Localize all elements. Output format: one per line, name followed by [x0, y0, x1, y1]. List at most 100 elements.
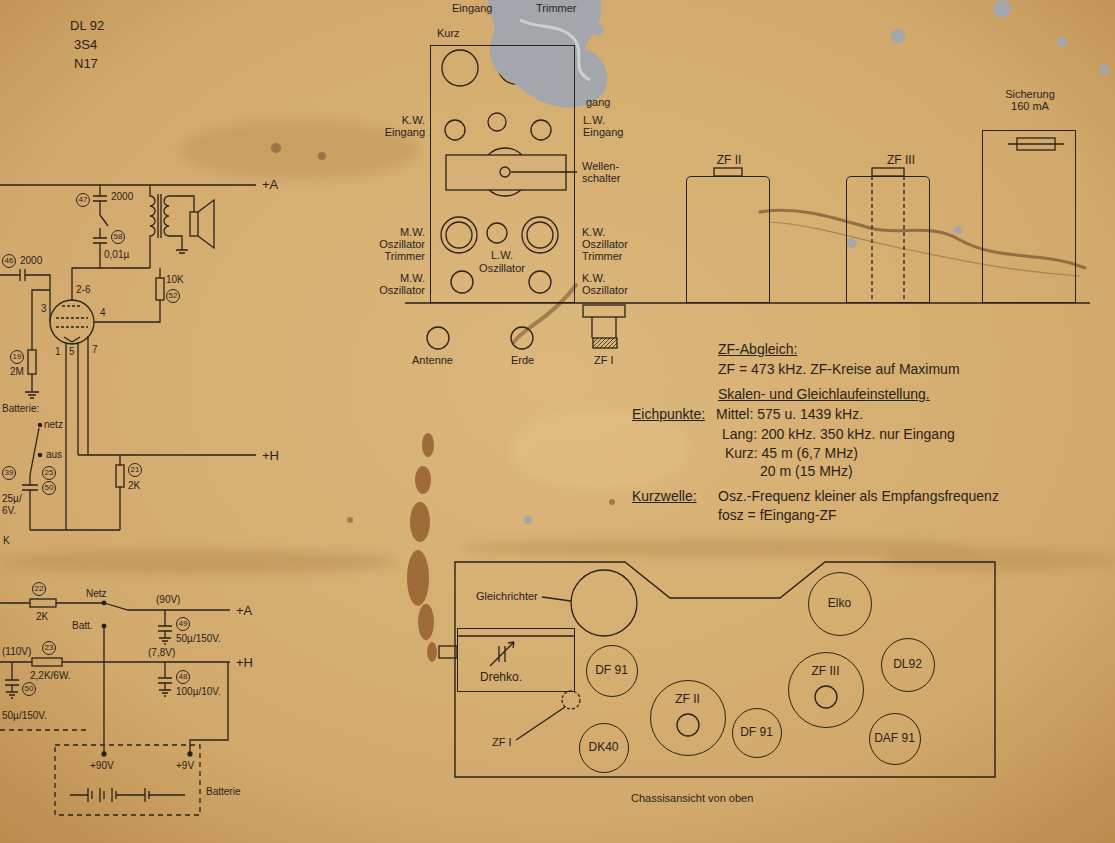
coil-block-parts [451, 271, 473, 293]
output-stage-schematic [38, 453, 41, 456]
output-stage-schematic [66, 336, 256, 530]
tuning-capacitor-box: Drehko. [457, 628, 575, 692]
callout-number: 46 [2, 254, 16, 268]
output-stage-schematic [150, 185, 155, 268]
part-label: Erde [511, 354, 534, 366]
part-label: Batt. [72, 620, 93, 632]
note-text: Mittel: 575 u. 1439 kHz. [716, 405, 863, 423]
tube-socket: DF 91 [586, 645, 638, 697]
output-stage-schematic [0, 184, 256, 185]
stain-spot [347, 517, 353, 523]
part-label: 100µ/10V. [176, 686, 221, 698]
coil-block-parts [527, 222, 553, 248]
note-text: Skalen- und Gleichlaufeinstellung. [718, 385, 930, 403]
silver-tape-damage [488, 0, 608, 107]
chassis-parts [562, 691, 580, 709]
supply-schematic [188, 752, 192, 756]
coil-block-parts [405, 48, 1090, 349]
part-label: ZF I [594, 354, 614, 366]
paper-chip [524, 0, 1109, 524]
part-label: K.W. Eingang [377, 114, 425, 138]
stain-spot [609, 499, 615, 505]
part-label: 25µ/ 6V. [2, 493, 26, 517]
chassis-parts [439, 570, 837, 740]
part-label: 3 [41, 303, 47, 315]
part-label: M.W. Oszillator Trimmer [367, 226, 425, 262]
part-label: Netz [86, 588, 107, 600]
paper-tear [760, 210, 1085, 268]
supply-schematic [158, 662, 172, 696]
rust-stain [410, 502, 430, 542]
paper-chip [1057, 37, 1067, 47]
silver-tape-damage [520, 20, 590, 80]
part-label: 50µ/150V. [176, 633, 221, 645]
part-label: 4 [100, 307, 106, 319]
node-label: Drehko. [480, 671, 560, 685]
coil-block: L.W. Oszillator [430, 45, 575, 303]
can-and-fuse-parts [872, 168, 904, 176]
rust-stain [427, 642, 437, 662]
part-label: 2K [128, 480, 140, 492]
callout-number: 49 [176, 617, 190, 631]
can-and-fuse-parts [1008, 143, 1064, 144]
part-label: +A [236, 603, 252, 619]
callout-number: 22 [32, 582, 46, 596]
coil-block-parts [445, 120, 465, 140]
chassis-parts [490, 642, 514, 666]
output-stage-schematic [0, 269, 50, 322]
part-label: gang [586, 96, 610, 108]
callout-number: 47 [76, 193, 90, 207]
part-label: 2000 [20, 255, 42, 267]
part-label: Batterie [206, 786, 240, 798]
part-label: 2K [36, 611, 48, 623]
output-stage-schematic [158, 194, 161, 238]
coil-block-parts [529, 271, 551, 293]
output-stage-schematic [30, 529, 120, 530]
part-label: 2-6 [76, 284, 90, 296]
chassis-parts [815, 686, 837, 708]
coil-block-parts [593, 338, 617, 348]
note-text: Kurzwelle: [632, 487, 697, 505]
part-label: +H [236, 655, 253, 671]
coil-block-parts [427, 327, 449, 349]
node-label: DF 91 [740, 726, 773, 740]
callout-number: 25 [42, 466, 56, 480]
note-text: 20 m (15 MHz) [760, 462, 853, 480]
part-label: 2,2K/6W. [30, 670, 71, 682]
part-label: M.W. Oszillator [367, 272, 425, 296]
paper-tear [770, 222, 1080, 276]
fuse-box: Sicherung 160 mA [982, 130, 1076, 303]
output-stage-schematic [156, 278, 164, 300]
chassis-parts [516, 707, 565, 740]
callout-number: 50 [42, 481, 56, 495]
part-label: K.W. Oszillator Trimmer [582, 226, 640, 262]
supply-schematic [158, 610, 172, 644]
supply-schematic [103, 626, 104, 752]
output-stage-schematic [25, 290, 50, 398]
supply-schematic [0, 602, 102, 603]
supply-schematic [102, 752, 106, 756]
part-label: K.W. Oszillator [582, 272, 640, 296]
output-stage-schematic [0, 185, 256, 530]
supply-schematic [0, 729, 90, 730]
output-stage-schematic [22, 428, 39, 530]
part-label: (90V) [156, 594, 180, 606]
paper-chip [954, 226, 962, 234]
part-label: +90V [90, 760, 114, 772]
chassis-parts [439, 646, 457, 658]
callout-number: 50 [22, 682, 36, 696]
coil-block-parts [522, 217, 558, 253]
coil-block-parts [488, 113, 506, 131]
part-label: +A [262, 177, 278, 193]
part-label: 50µ/150V. [2, 710, 47, 722]
coil-block-parts [511, 171, 577, 172]
stain-spot [271, 143, 615, 523]
node-label: Elko [828, 597, 851, 611]
coil-block-parts [442, 50, 478, 86]
coil-block-parts [511, 327, 533, 349]
if-transformer-socket: ZF III [788, 652, 864, 728]
